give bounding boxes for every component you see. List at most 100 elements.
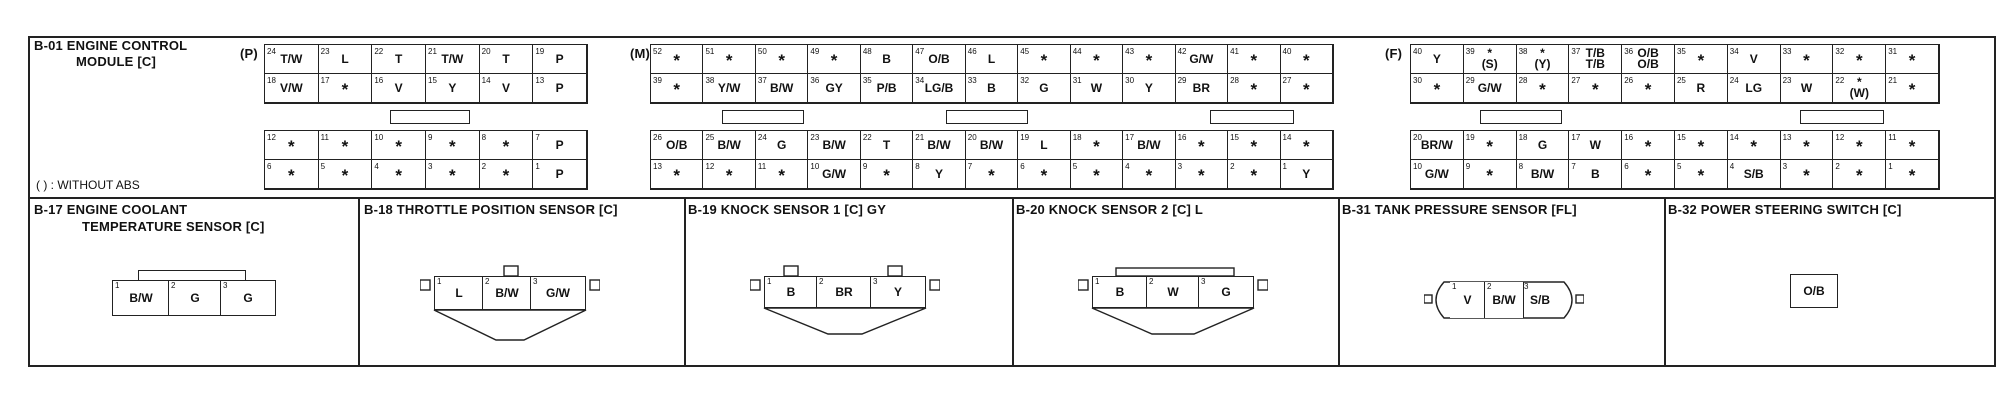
wire-color: V/W [279,80,303,95]
connector-cavity: 6* [1018,160,1071,189]
pin-number: 20 [1413,133,1422,142]
wire-color: GY [825,80,843,95]
pin-number: 44 [1072,47,1082,56]
pin-number: 21 [1888,76,1898,85]
f-connector-latch-right [1800,110,1884,124]
pin-number: 6 [267,162,272,171]
wire-color: * [1250,80,1258,99]
pin-number: 10 [1413,162,1422,171]
connector-cavity: 43* [1123,45,1176,74]
pin-number: 23 [810,133,820,142]
pin-number: 5 [320,162,326,171]
connector-cavity: 22* (W) [1833,74,1887,103]
connector-cavity: 4* [1123,160,1176,189]
pin-number: 37 [1571,47,1581,56]
connector-cavity: 27* [1569,74,1623,103]
wire-color: P [555,80,564,95]
wire-color: P [555,137,564,152]
connector-cavity: 18* [1070,131,1124,160]
wire-color: * [1908,51,1916,70]
pin-number: 8 [1518,162,1524,171]
pin-number: 14 [1282,133,1292,142]
b20-connector-body [1078,267,1268,335]
pin-number: 16 [1177,133,1187,142]
wire-color: L [341,51,349,66]
pin-number: 25 [705,133,715,142]
connector-cavity: 6* [265,160,319,189]
wire-color: * [1145,166,1153,185]
ecm-title-line1: B-01 ENGINE CONTROL [34,38,188,53]
wire-color: P [555,166,564,181]
pin-number: 3 [428,162,433,171]
wire-color: V [501,80,510,95]
pin-number: 20 [967,133,977,142]
connector-cavity: 15* [1674,131,1728,160]
wire-color: Y [935,166,944,181]
wire-color: * [1250,51,1258,70]
wire-color: LG/B [924,80,954,95]
connector-cavity: 21* [1886,74,1939,103]
connector-cavity: 28* [1228,74,1281,103]
pin-number: 24 [267,47,276,56]
connector-cavity: 50* [755,45,809,74]
pin-number: 18 [1518,133,1528,142]
connector-cavity: 3* [1175,160,1229,189]
pin-number: 47 [915,47,925,56]
wire-color: * [1908,166,1916,185]
pin-number: 9 [1465,162,1471,171]
wire-color: * [1433,80,1441,99]
wire-color: * [1198,137,1205,156]
p-connector-label: (P) [240,46,258,61]
wire-color: L [1040,137,1048,152]
pin-number: 18 [267,76,276,85]
wire-color: * [673,51,681,70]
connector-cavity: 31* [1886,45,1939,74]
wire-color: T [882,137,891,152]
wire-color: G [1537,137,1548,152]
pin-number: 14 [1729,133,1739,142]
pin-number: 19 [535,47,545,56]
connector-cavity: 5* [1070,160,1124,189]
pin-number: 36 [810,76,820,85]
connector-cavity: 39* [651,74,704,103]
m-connector-latch-right [1210,110,1294,124]
b31-title: B-31 TANK PRESSURE SENSOR [FL] [1342,202,1577,217]
pin-number: 27 [1282,76,1292,85]
wire-color: Y [1302,166,1311,181]
wire-color: W [1090,80,1103,95]
pin-number: 45 [1020,47,1030,56]
pin-number: 22 [374,47,384,56]
wire-color: * [341,137,349,156]
connector-cavity: 2* [1833,160,1887,189]
wire-color: S/B [1743,166,1764,181]
pin-number: 17 [1125,133,1135,142]
wire-color: * [1486,137,1493,156]
connector-cavity: 35* [1674,45,1728,74]
wire-color: * [1644,166,1652,185]
pin-number: 8 [481,133,487,142]
pin-number: 38 [1518,47,1528,56]
pin-number: 2 [1835,162,1840,171]
wire-color: B/W [979,137,1004,152]
wire-color: G/W [1189,51,1214,66]
p-connector-latch [390,110,470,124]
wire-color: B [882,51,891,66]
pin-number: 36 [1624,47,1634,56]
pin-number: 16 [1624,133,1634,142]
connector-cavity: 44* [1070,45,1124,74]
